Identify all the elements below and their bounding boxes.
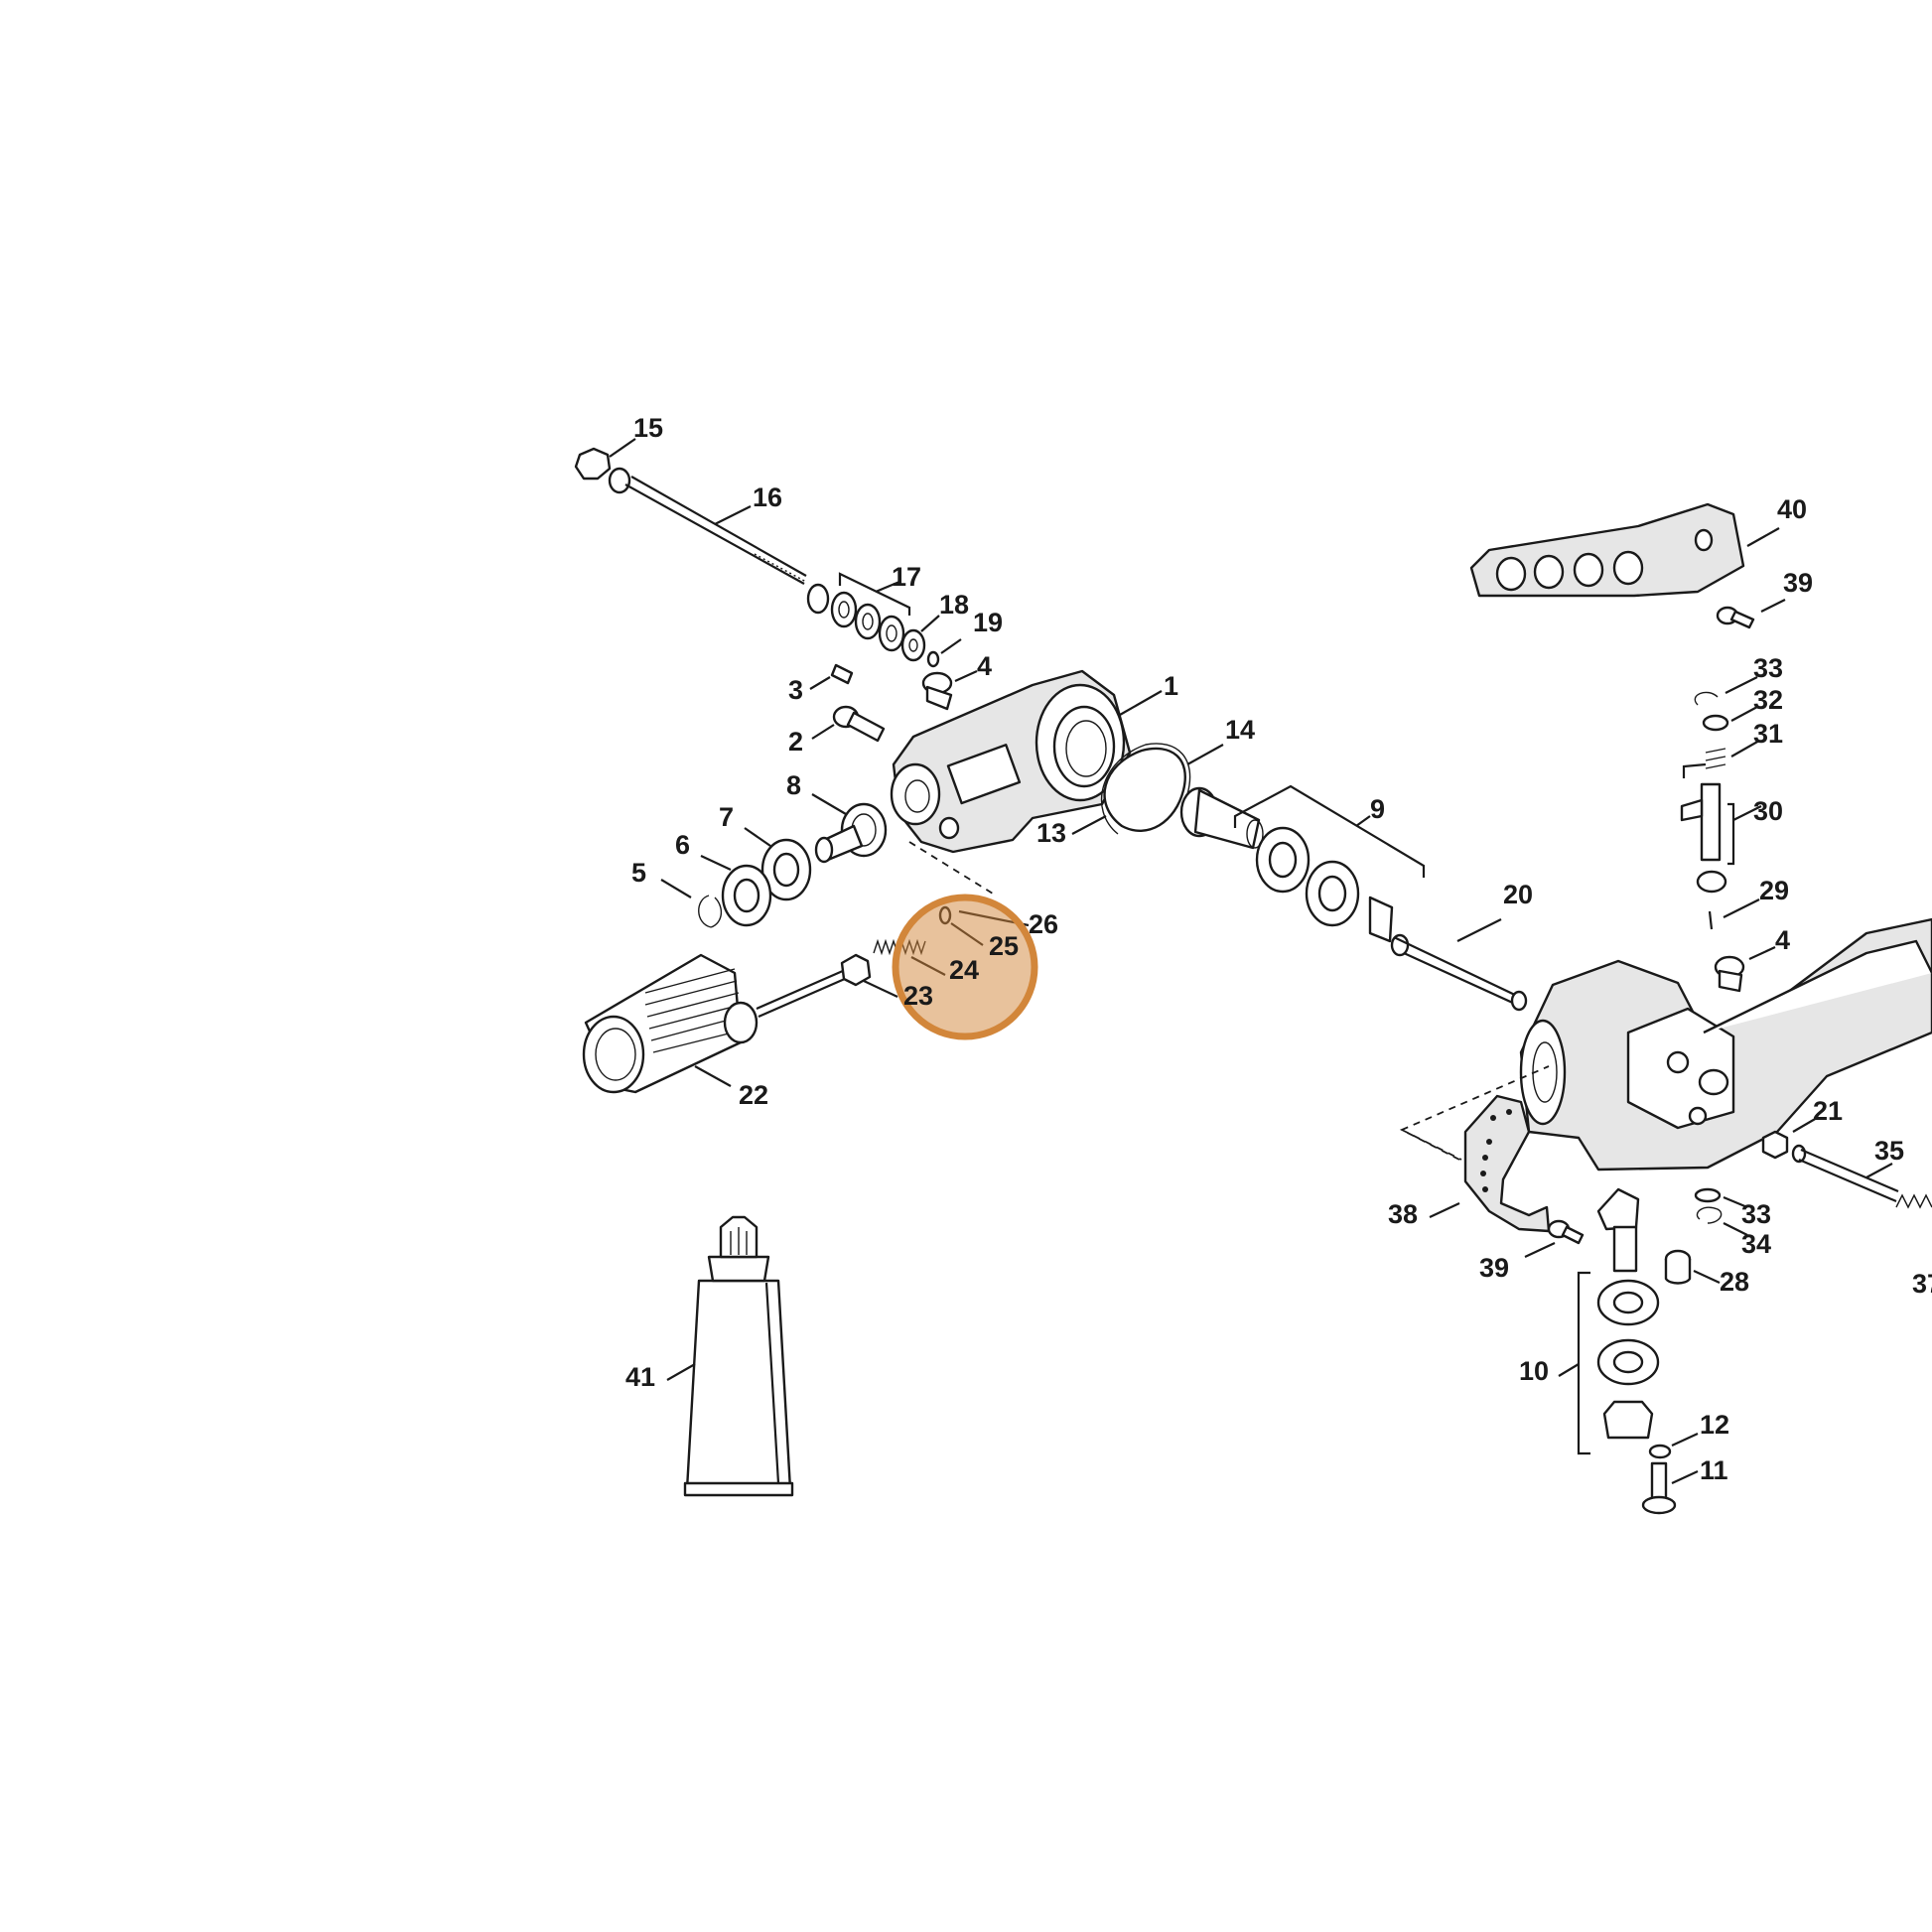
part-39-screw-top <box>1716 599 1786 629</box>
label-24: 24 <box>949 955 979 985</box>
label-29: 29 <box>1759 876 1789 905</box>
part-14-gear-shaft <box>1179 744 1264 850</box>
label-13: 13 <box>1036 818 1066 848</box>
part-21-nut <box>1761 1117 1818 1160</box>
label-33-top: 33 <box>1753 653 1783 683</box>
part-39-screw-lower <box>1524 1219 1585 1258</box>
part-13-circlip <box>1071 743 1191 835</box>
label-20: 20 <box>1503 880 1533 909</box>
label-19: 19 <box>973 608 1003 637</box>
label-16: 16 <box>753 483 782 512</box>
label-1: 1 <box>1164 671 1178 701</box>
part-5-circlip <box>660 879 722 928</box>
part-29-pin <box>1708 898 1760 930</box>
label-34: 34 <box>1741 1229 1771 1259</box>
gearbox-housing-right <box>1519 917 1932 1172</box>
part-3-screw <box>809 663 854 690</box>
label-38: 38 <box>1388 1199 1418 1229</box>
label-17: 17 <box>892 562 921 592</box>
part-19-ring <box>926 638 962 668</box>
label-22: 22 <box>739 1080 768 1110</box>
part-6-bearing <box>700 855 772 927</box>
label-40: 40 <box>1777 494 1807 524</box>
part-37-spring <box>1895 1193 1932 1209</box>
label-2: 2 <box>788 727 803 757</box>
part-17-washers <box>806 572 911 652</box>
label-41: 41 <box>625 1362 655 1392</box>
part-33-clip-top <box>1694 676 1758 706</box>
part-8-pinion <box>811 793 888 864</box>
label-6: 6 <box>675 830 690 860</box>
label-15: 15 <box>633 413 663 443</box>
part-20-shaft <box>1390 918 1528 1012</box>
label-10: 10 <box>1519 1356 1549 1386</box>
part-34-clip <box>1696 1206 1748 1236</box>
label-4-top: 4 <box>977 651 992 681</box>
label-33-lower: 33 <box>1741 1199 1771 1229</box>
label-14: 14 <box>1225 715 1255 745</box>
part-38-scale-segment <box>1399 1065 1551 1233</box>
part-7-bearing <box>744 827 812 901</box>
highlight-circle <box>892 894 1038 1040</box>
part-4-plug-right <box>1714 946 1776 993</box>
label-18: 18 <box>939 590 969 620</box>
label-12: 12 <box>1700 1410 1729 1440</box>
label-4-right: 4 <box>1775 925 1790 955</box>
part-12-washer <box>1648 1433 1699 1459</box>
part-16-rod <box>608 467 807 585</box>
label-30: 30 <box>1753 796 1783 826</box>
label-23: 23 <box>903 981 933 1011</box>
label-39-top: 39 <box>1783 568 1813 598</box>
label-21: 21 <box>1813 1096 1843 1126</box>
part-22-sleeve <box>582 953 855 1094</box>
label-11: 11 <box>1700 1455 1728 1485</box>
label-32: 32 <box>1753 685 1783 715</box>
part-15-nut <box>574 438 636 481</box>
part-18-washer <box>900 615 940 662</box>
label-5: 5 <box>631 858 646 888</box>
label-31: 31 <box>1753 719 1783 749</box>
part-9-bearings <box>1233 784 1426 943</box>
label-8: 8 <box>786 770 801 800</box>
label-3: 3 <box>788 675 803 705</box>
label-28: 28 <box>1720 1267 1749 1297</box>
label-39-lower: 39 <box>1479 1253 1509 1283</box>
part-40-lever <box>1469 502 1780 598</box>
part-11-screw <box>1641 1461 1699 1515</box>
label-26: 26 <box>1029 909 1058 939</box>
part-10-gear-bearings <box>1558 1187 1660 1455</box>
part-30-selector-pin <box>1680 782 1762 894</box>
part-35-rod <box>1791 1144 1899 1203</box>
dashed-assembly-line-1 <box>908 841 994 895</box>
part-32-washer <box>1702 706 1758 732</box>
part-33-clip-lower <box>1694 1187 1748 1209</box>
part-41-grease-tube <box>666 1215 794 1497</box>
part-4-plug-top <box>921 669 978 711</box>
part-28-sleeve <box>1664 1249 1721 1285</box>
label-25: 25 <box>989 931 1019 961</box>
part-31-spring <box>1682 740 1760 778</box>
part-23-nut <box>840 953 898 998</box>
part-2-screw <box>811 705 886 743</box>
part-labels: 1 2 3 4 4 5 6 7 8 9 10 11 12 13 14 15 16… <box>625 413 1932 1485</box>
label-7: 7 <box>719 802 734 832</box>
label-35: 35 <box>1874 1136 1904 1166</box>
label-9: 9 <box>1370 794 1385 824</box>
label-37: 37 <box>1912 1269 1932 1299</box>
